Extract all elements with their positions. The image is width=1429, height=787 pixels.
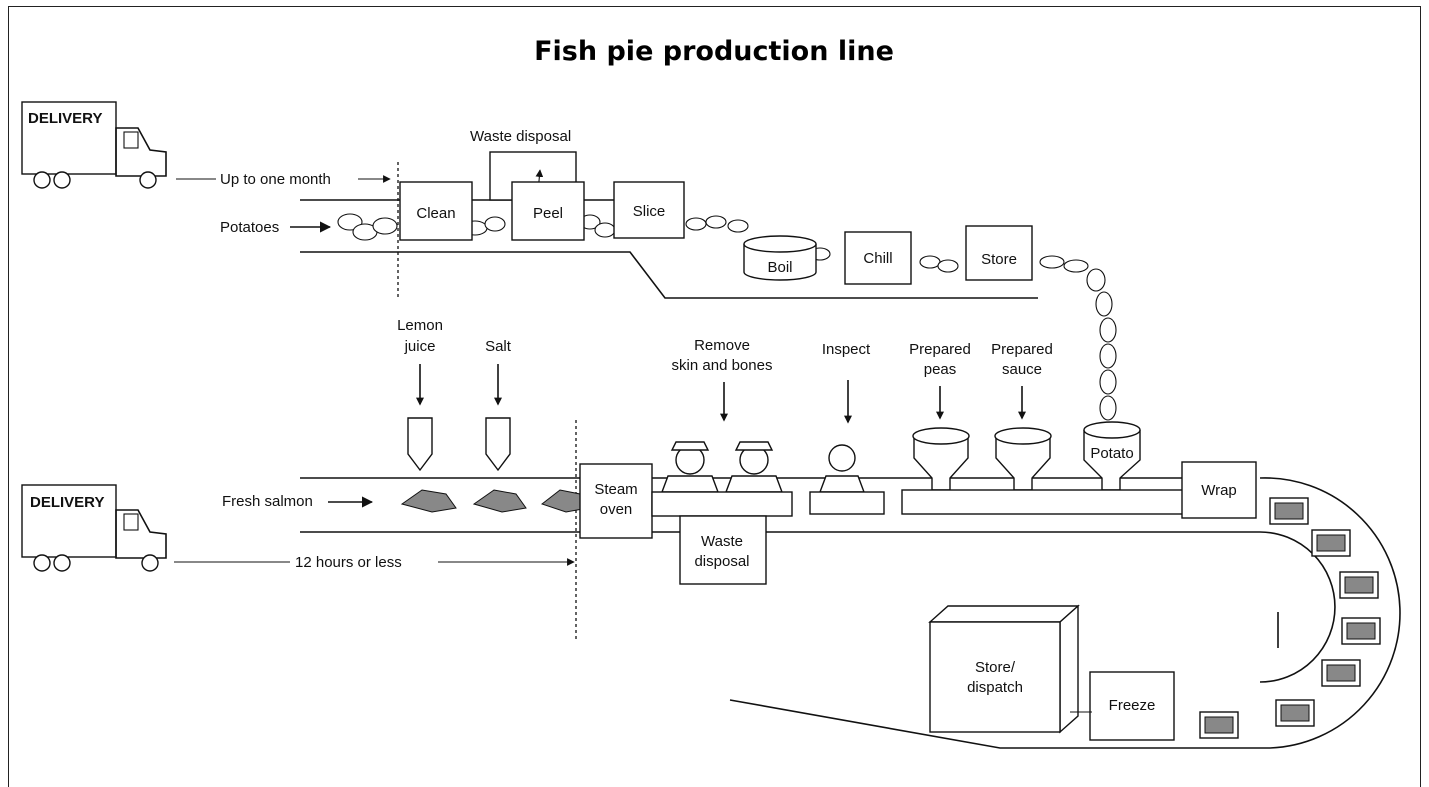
clean-label: Clean bbox=[416, 205, 455, 222]
steam-oven-label-2: oven bbox=[600, 501, 633, 518]
remove-label-1: Remove bbox=[694, 337, 750, 354]
peel-stage bbox=[511, 181, 585, 241]
delivery-truck-top: DELIVERY bbox=[21, 101, 167, 189]
store-stage bbox=[965, 225, 1033, 281]
lemon-label-1: Lemon bbox=[397, 317, 443, 334]
diagram-title: Fish pie production line bbox=[534, 36, 894, 67]
salmon-rail-bottom bbox=[300, 531, 1336, 683]
salt-label: Salt bbox=[485, 338, 512, 355]
workers-deboning bbox=[660, 441, 784, 493]
store-label: Store bbox=[981, 251, 1017, 268]
steam-oven-label-1: Steam bbox=[594, 481, 637, 498]
potatoes-label: Potatoes bbox=[220, 219, 279, 236]
deboning-table bbox=[651, 491, 793, 517]
time-label-top: Up to one month bbox=[220, 171, 331, 188]
sauce-hopper bbox=[994, 427, 1052, 491]
potato-hopper-label: Potato bbox=[1090, 445, 1133, 462]
belt-outer-curve bbox=[729, 477, 1401, 749]
potatoes-on-belt bbox=[337, 213, 959, 273]
freeze-stage bbox=[1089, 671, 1175, 741]
truck-label-bottom: DELIVERY bbox=[30, 494, 104, 511]
salt-dispenser bbox=[485, 417, 511, 472]
freeze-label: Freeze bbox=[1109, 697, 1156, 714]
potato-hopper bbox=[1083, 421, 1141, 491]
potato-rail-bottom bbox=[300, 251, 1038, 299]
slice-stage bbox=[613, 181, 685, 239]
peas-label-1: Prepared bbox=[909, 341, 971, 358]
potato-chain bbox=[1039, 255, 1117, 421]
clean-stage bbox=[399, 181, 473, 241]
wrapped-pies bbox=[1199, 497, 1381, 739]
sauce-label-1: Prepared bbox=[991, 341, 1053, 358]
chill-stage bbox=[844, 231, 912, 285]
waste-label-bottom-2: disposal bbox=[694, 553, 749, 570]
salmon-label: Fresh salmon bbox=[222, 493, 313, 510]
wrap-label: Wrap bbox=[1201, 482, 1237, 499]
worker-inspector bbox=[818, 444, 866, 493]
waste-disposal-label-top: Waste disposal bbox=[470, 128, 571, 145]
remove-label-2: skin and bones bbox=[672, 357, 773, 374]
filling-belt bbox=[901, 489, 1193, 515]
time-label-bottom: 12 hours or less bbox=[295, 554, 402, 571]
chill-label: Chill bbox=[863, 250, 892, 267]
slice-label: Slice bbox=[633, 203, 666, 220]
lemon-dispenser bbox=[407, 417, 433, 472]
inspect-label: Inspect bbox=[822, 341, 871, 358]
peel-label: Peel bbox=[533, 205, 563, 222]
waste-disposal-bin-bottom bbox=[679, 515, 767, 585]
peas-hopper bbox=[912, 427, 970, 491]
inspect-table bbox=[809, 491, 885, 515]
truck-label-top: DELIVERY bbox=[28, 110, 102, 127]
delivery-truck-bottom: DELIVERY bbox=[21, 484, 167, 572]
diagram-frame bbox=[8, 6, 1421, 787]
peas-label-2: peas bbox=[924, 361, 957, 378]
sauce-label-2: sauce bbox=[1002, 361, 1042, 378]
store-dispatch-label-1: Store/ bbox=[975, 659, 1016, 676]
boil-stage bbox=[743, 235, 817, 281]
waste-label-bottom-1: Waste bbox=[701, 533, 743, 550]
salmon-fillets bbox=[400, 489, 589, 513]
lemon-label-2: juice bbox=[404, 338, 436, 355]
store-dispatch-building bbox=[928, 604, 1080, 734]
store-dispatch-label-2: dispatch bbox=[967, 679, 1023, 696]
wrap-stage bbox=[1181, 461, 1257, 519]
boil-label: Boil bbox=[767, 259, 792, 276]
